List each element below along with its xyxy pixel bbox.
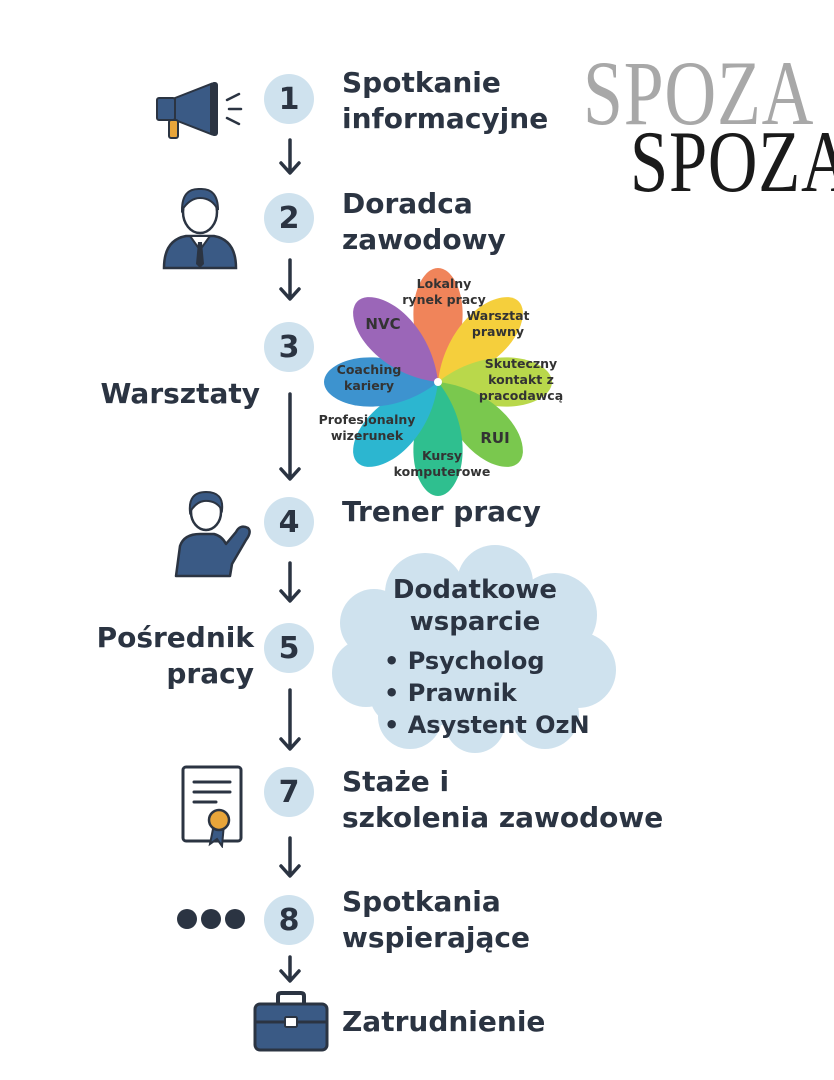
arrow-5-7 — [279, 688, 301, 751]
petal-profesjonalny-wizerunek — [353, 382, 438, 467]
cloud-item-3: • Asystent OzN — [384, 709, 590, 741]
step-7-circle: 7 — [264, 767, 314, 817]
step-1-circle: 1 — [264, 74, 314, 124]
petal-label-skuteczny: Skuteczny kontakt z pracodawcą — [478, 356, 564, 403]
final-label: Zatrudnienie — [342, 1005, 546, 1038]
step-1-label: Spotkanie informacyjne — [342, 66, 549, 135]
step-7-label: Staże i szkolenia zawodowe — [342, 765, 664, 834]
step-4-circle: 4 — [264, 497, 314, 547]
briefcase-icon — [253, 991, 329, 1052]
step-5-circle: 5 — [264, 623, 314, 673]
bullet-dot: • — [384, 647, 408, 675]
petal-warsztat-prawny — [438, 297, 523, 382]
arrow-3-4 — [279, 392, 301, 481]
petal-label-rui: RUI — [480, 429, 510, 447]
step-4-label: Trener pracy — [342, 495, 541, 528]
person-waving-icon — [174, 490, 251, 578]
arrow-7-8 — [279, 836, 301, 878]
flow-arrows — [279, 138, 301, 983]
person-suit-icon — [162, 187, 238, 270]
cloud-shape — [332, 545, 616, 753]
step-3-left-label: Warsztaty — [100, 377, 260, 410]
cloud-item-2-text: Prawnik — [407, 679, 517, 707]
certificate-icon — [181, 765, 243, 848]
arrow-4-5 — [279, 561, 301, 603]
petal-label-nvc: NVC — [365, 315, 401, 333]
ellipsis-dots-icon — [177, 909, 245, 929]
step-8-circle: 8 — [264, 895, 314, 945]
bullet-dot: • — [384, 711, 408, 739]
cloud-item-2: • Prawnik — [384, 677, 517, 709]
cloud-title: Dodatkowe wsparcie — [392, 575, 558, 637]
step-3-circle: 3 — [264, 322, 314, 372]
cloud-item-1-text: Psycholog — [407, 647, 545, 675]
petal-label-lokalny: Lokalny rynek pracy — [402, 276, 486, 307]
petal-label-warsztat: Warsztat prawny — [466, 308, 530, 339]
logo-text-front: SPOZA — [630, 114, 834, 211]
petal-label-kursy: Kursy komputerowe — [393, 448, 491, 479]
step-5-left-label: Pośrednik pracy — [96, 621, 254, 690]
arrow-8-final — [279, 955, 301, 983]
step-8-label: Spotkania wspierające — [342, 885, 530, 954]
arrow-2-3 — [279, 258, 301, 301]
step-2-circle: 2 — [264, 193, 314, 243]
cloud-item-1: • Psycholog — [384, 645, 545, 677]
cloud-item-3-text: Asystent OzN — [407, 711, 590, 739]
petal-rui — [438, 382, 523, 467]
petal-label-coaching: Coaching kariery — [336, 362, 402, 393]
bullet-dot: • — [384, 679, 408, 707]
petal-nvc — [353, 297, 438, 382]
logo-text-back: SPOZA — [583, 42, 815, 144]
step-2-label: Doradca zawodowy — [342, 187, 506, 256]
megaphone-icon — [156, 82, 243, 139]
petal-label-profesjonalny: Profesjonalny wizerunek — [318, 412, 416, 443]
arrow-1-2 — [279, 138, 301, 175]
flower-petals — [324, 268, 552, 496]
